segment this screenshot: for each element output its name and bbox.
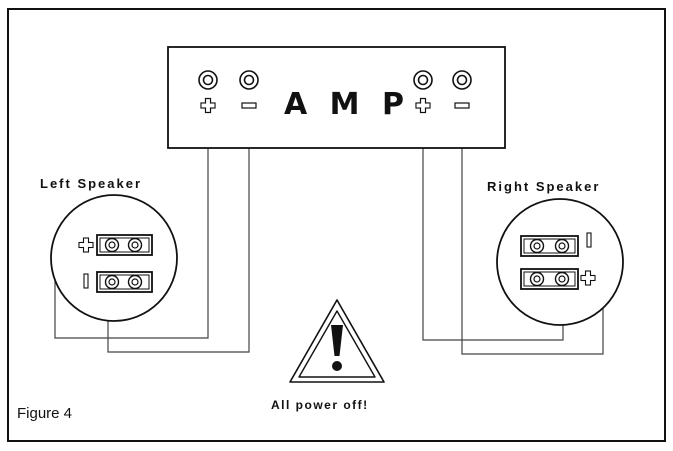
- left-speaker-positive-terminal-icon: [96, 234, 153, 256]
- right-speaker-label: Right Speaker: [487, 179, 600, 194]
- amp-right-positive-post-icon: [413, 70, 433, 90]
- figure-caption: Figure 4: [17, 405, 72, 422]
- figure-frame: [7, 8, 666, 442]
- amp-box: [167, 46, 506, 149]
- amp-right-minus-icon: [454, 102, 470, 109]
- right-speaker: [496, 198, 624, 326]
- left-speaker-minus-icon: [83, 273, 89, 289]
- left-speaker-cone: [50, 194, 178, 322]
- amp-left-negative-post-icon: [239, 70, 259, 90]
- amplifier: A M P: [167, 46, 506, 149]
- amp-right-plus-icon: [415, 97, 431, 114]
- right-speaker-cone: [496, 198, 624, 326]
- warning-text: All power off!: [271, 398, 369, 412]
- left-speaker-plus-icon: [78, 237, 94, 253]
- left-speaker-label: Left Speaker: [40, 176, 142, 191]
- amp-left-positive-post-icon: [198, 70, 218, 90]
- right-speaker-plus-icon: [580, 270, 596, 286]
- amp-left-minus-icon: [241, 102, 257, 109]
- warning-triangle-icon: [289, 299, 385, 383]
- amp-label: A M P: [284, 87, 410, 122]
- right-speaker-positive-terminal-icon: [520, 268, 579, 290]
- amp-left-plus-icon: [200, 97, 216, 114]
- right-speaker-negative-terminal-icon: [520, 235, 579, 257]
- right-speaker-minus-icon: [586, 232, 592, 248]
- amp-right-negative-post-icon: [452, 70, 472, 90]
- left-speaker-negative-terminal-icon: [96, 271, 153, 293]
- left-speaker: [50, 194, 178, 322]
